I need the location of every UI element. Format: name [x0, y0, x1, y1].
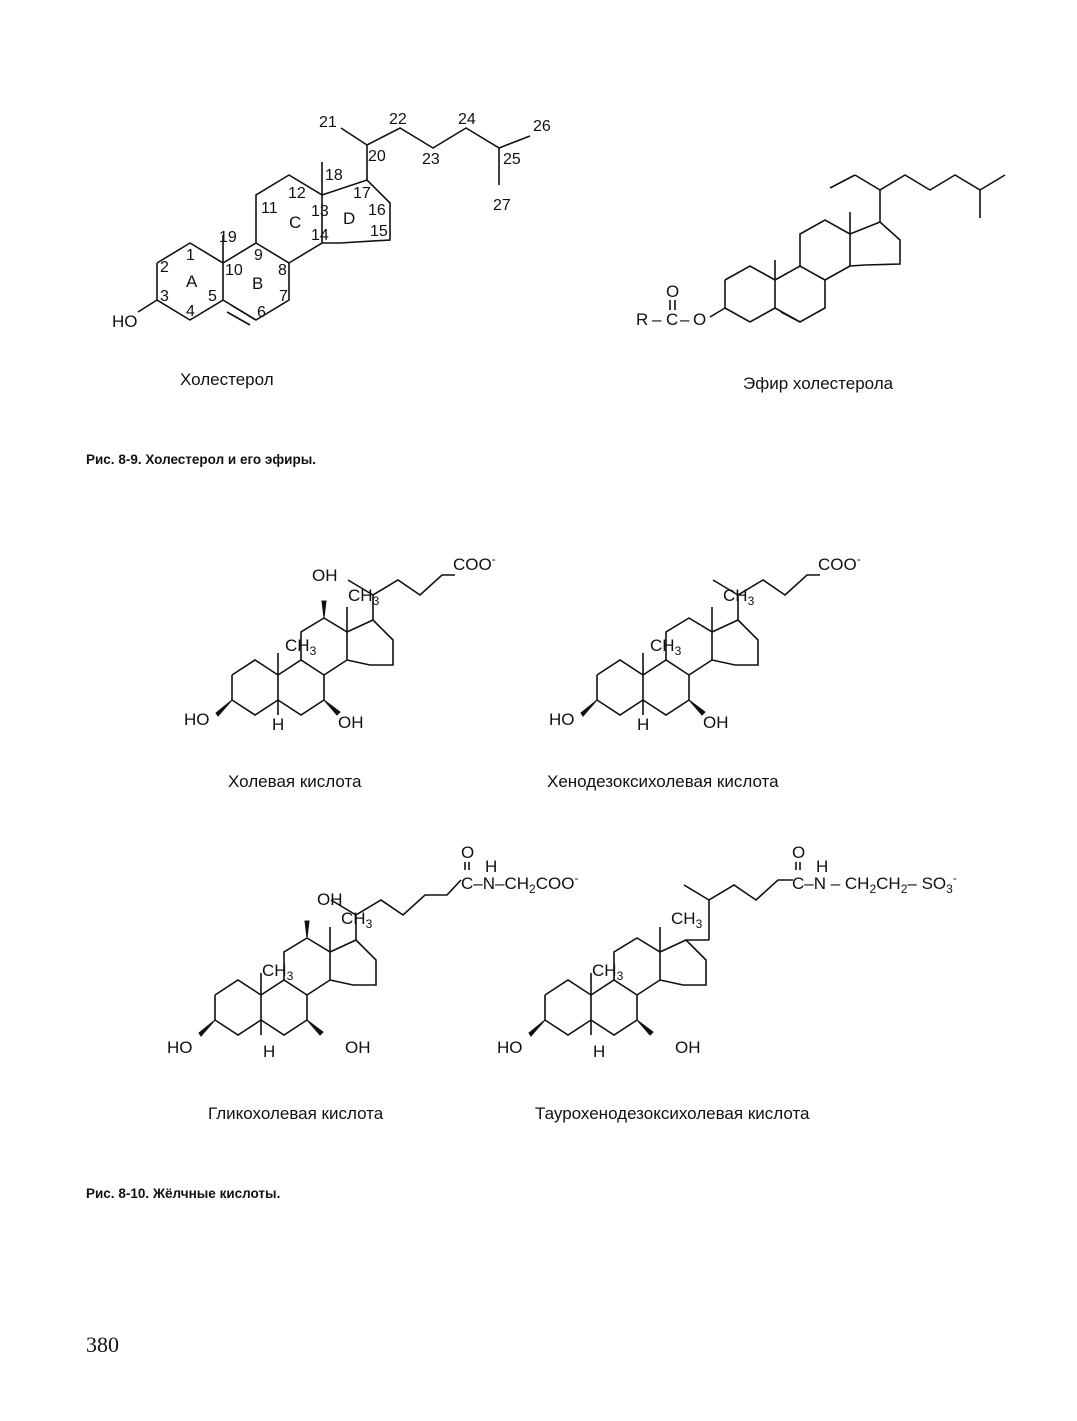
coo-label: COO-: [818, 552, 861, 574]
h-label: H: [263, 1042, 275, 1061]
page-number: 380: [86, 1332, 119, 1357]
ch3-label: CH3: [592, 961, 624, 983]
carbonyl-o: O: [792, 843, 805, 862]
figure-caption-8-10: Рис. 8-10. Жёлчные кислоты.: [86, 1186, 281, 1201]
ch3-label: CH3: [348, 586, 380, 608]
atom-number: 10: [225, 262, 243, 279]
ester-r: R: [636, 310, 648, 329]
cholesterol-ester-name: Эфир холестерола: [743, 374, 894, 393]
ho-label: HO: [112, 312, 138, 331]
atom-number: 2: [160, 259, 169, 276]
atom-number: 23: [422, 151, 440, 168]
ch3-label: CH3: [341, 909, 373, 931]
oh-label: OH: [345, 1038, 371, 1057]
cholesterol-name: Холестерол: [180, 370, 274, 389]
atom-number: 22: [389, 111, 407, 128]
ester-o: O: [693, 310, 706, 329]
taurine-chain: C–N – CH2CH2– SO3-: [792, 871, 957, 896]
ring-label-b: B: [252, 274, 263, 293]
ester-carbonyl-o: O: [666, 282, 679, 301]
ester-c: C: [666, 310, 678, 329]
h-label: H: [272, 715, 284, 734]
atom-number: 17: [353, 185, 371, 202]
ester-dash: –: [680, 310, 690, 329]
atom-number: 8: [278, 262, 287, 279]
atom-number: 4: [186, 303, 195, 320]
ho-label: HO: [497, 1038, 523, 1057]
cholic-acid-structure: HO H OH OH CH3 CH3 COO-: [184, 552, 496, 734]
atom-number: 18: [325, 167, 343, 184]
atom-number: 26: [533, 118, 551, 135]
figure-caption-8-9: Рис. 8-9. Холестерол и его эфиры.: [86, 452, 316, 467]
oh-label: OH: [338, 713, 364, 732]
atom-number: 15: [370, 223, 388, 240]
atom-number: 27: [493, 197, 511, 214]
chenodeoxycholic-acid-name: Хенодезоксихолевая кислота: [547, 772, 779, 791]
atom-number: 13: [311, 203, 329, 220]
atom-number: 21: [319, 114, 337, 131]
atom-number: 9: [254, 247, 263, 264]
oh-label: OH: [312, 566, 338, 585]
h-label: H: [637, 715, 649, 734]
amide-h: H: [816, 857, 828, 876]
taurochenodeoxycholic-acid-name: Таурохенодезоксихолевая кислота: [535, 1104, 810, 1123]
chenodeoxycholic-acid-structure: HO H OH CH3 CH3 COO-: [549, 552, 861, 734]
oh-label: OH: [703, 713, 729, 732]
ring-label-a: A: [186, 272, 198, 291]
atom-number: 5: [208, 288, 217, 305]
oh-label: OH: [675, 1038, 701, 1057]
atom-number: 16: [368, 202, 386, 219]
ch3-label: CH3: [262, 961, 294, 983]
atom-number: 19: [219, 229, 237, 246]
ho-label: HO: [549, 710, 575, 729]
atom-number: 14: [311, 227, 329, 244]
ho-label: HO: [167, 1038, 193, 1057]
cholesterol-structure: HO A B C D 1 2 3 4 5 6 7 8 9 10 11 12 13…: [112, 111, 551, 331]
oh-label: OH: [317, 890, 343, 909]
amide-h: H: [485, 857, 497, 876]
cholesterol-ester-structure: O C – – R O: [636, 174, 1006, 329]
atom-number: 7: [279, 288, 288, 305]
glycocholic-acid-structure: HO H OH OH CH3 CH3 O H C–N–CH2COO-: [167, 843, 578, 1061]
atom-number: 11: [261, 200, 278, 217]
atom-number: 20: [368, 148, 386, 165]
coo-label: COO-: [453, 552, 496, 574]
ester-dash: –: [652, 310, 662, 329]
glycocholic-acid-name: Гликохолевая кислота: [208, 1104, 384, 1123]
ch3-label: CH3: [650, 636, 682, 658]
glycine-chain: C–N–CH2COO-: [461, 871, 578, 896]
ring-label-c: C: [289, 213, 301, 232]
atom-number: 6: [257, 304, 266, 321]
atom-number: 1: [186, 247, 195, 264]
ring-label-d: D: [343, 209, 355, 228]
ho-label: HO: [184, 710, 210, 729]
atom-number: 3: [160, 288, 169, 305]
atom-number: 25: [503, 151, 521, 168]
ch3-label: CH3: [285, 636, 317, 658]
cholic-acid-name: Холевая кислота: [228, 772, 362, 791]
taurochenodeoxycholic-acid-structure: HO H OH CH3 CH3 O H C–N – CH2CH2– SO3-: [497, 843, 957, 1061]
ch3-label: CH3: [723, 586, 755, 608]
ch3-label: CH3: [671, 909, 703, 931]
atom-number: 24: [458, 111, 476, 128]
carbonyl-o: O: [461, 843, 474, 862]
h-label: H: [593, 1042, 605, 1061]
atom-number: 12: [288, 185, 306, 202]
